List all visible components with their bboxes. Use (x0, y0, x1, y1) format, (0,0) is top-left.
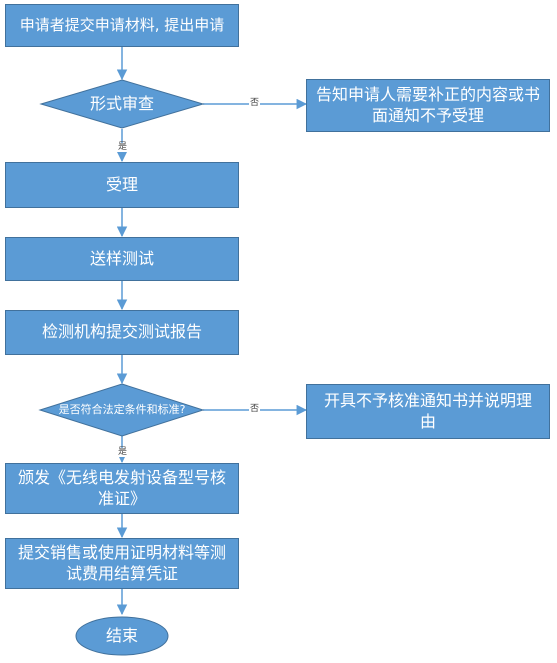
notify-correction-box: 告知申请人需要补正的内容或书面通知不予受理 (306, 79, 550, 132)
notify-correction-label: 告知申请人需要补正的内容或书面通知不予受理 (315, 84, 540, 125)
end-label: 结束 (105, 625, 138, 645)
submit-application-box: 申请者提交申请材料, 提出申请 (5, 4, 239, 47)
submit-proof-box: 提交销售或使用证明材料等测试费用结算凭证 (5, 538, 239, 589)
submit-proof-label: 提交销售或使用证明材料等测试费用结算凭证 (17, 542, 226, 583)
end-label-wrap: 结束 (80, 624, 164, 648)
compliance-check-label: 是否符合法定条件和标准? (58, 402, 186, 416)
test-report-box: 检测机构提交测试报告 (5, 310, 239, 355)
compliance-check-label-wrap: 是否符合法定条件和标准? (58, 393, 186, 427)
issue-certificate-box: 颁发《无线电发射设备型号核准证》 (5, 463, 239, 514)
formal-review-label-wrap: 形式审查 (60, 92, 184, 116)
end-terminal (75, 616, 169, 656)
submit-application-label: 申请者提交申请材料, 提出申请 (19, 15, 225, 34)
edge-label-no-check: 否 (249, 404, 261, 414)
issue-notice-label: 开具不予核准通知书并说明理由 (323, 390, 532, 431)
accept-label: 受理 (105, 174, 138, 194)
test-report-label: 检测机构提交测试报告 (41, 322, 202, 342)
edge-label-yes-check: 是 (117, 447, 129, 457)
sample-test-label: 送样测试 (89, 248, 154, 268)
formal-review-label: 形式审查 (89, 93, 154, 113)
issue-notice-box: 开具不予核准通知书并说明理由 (306, 384, 550, 439)
edge-label-yes-review: 是 (117, 142, 129, 152)
sample-test-box: 送样测试 (5, 237, 239, 281)
accept-box: 受理 (5, 162, 239, 208)
edge-label-no-review: 否 (249, 98, 261, 108)
formal-review-diamond (39, 79, 205, 129)
compliance-check-diamond (38, 383, 205, 437)
issue-certificate-label: 颁发《无线电发射设备型号核准证》 (17, 467, 226, 508)
